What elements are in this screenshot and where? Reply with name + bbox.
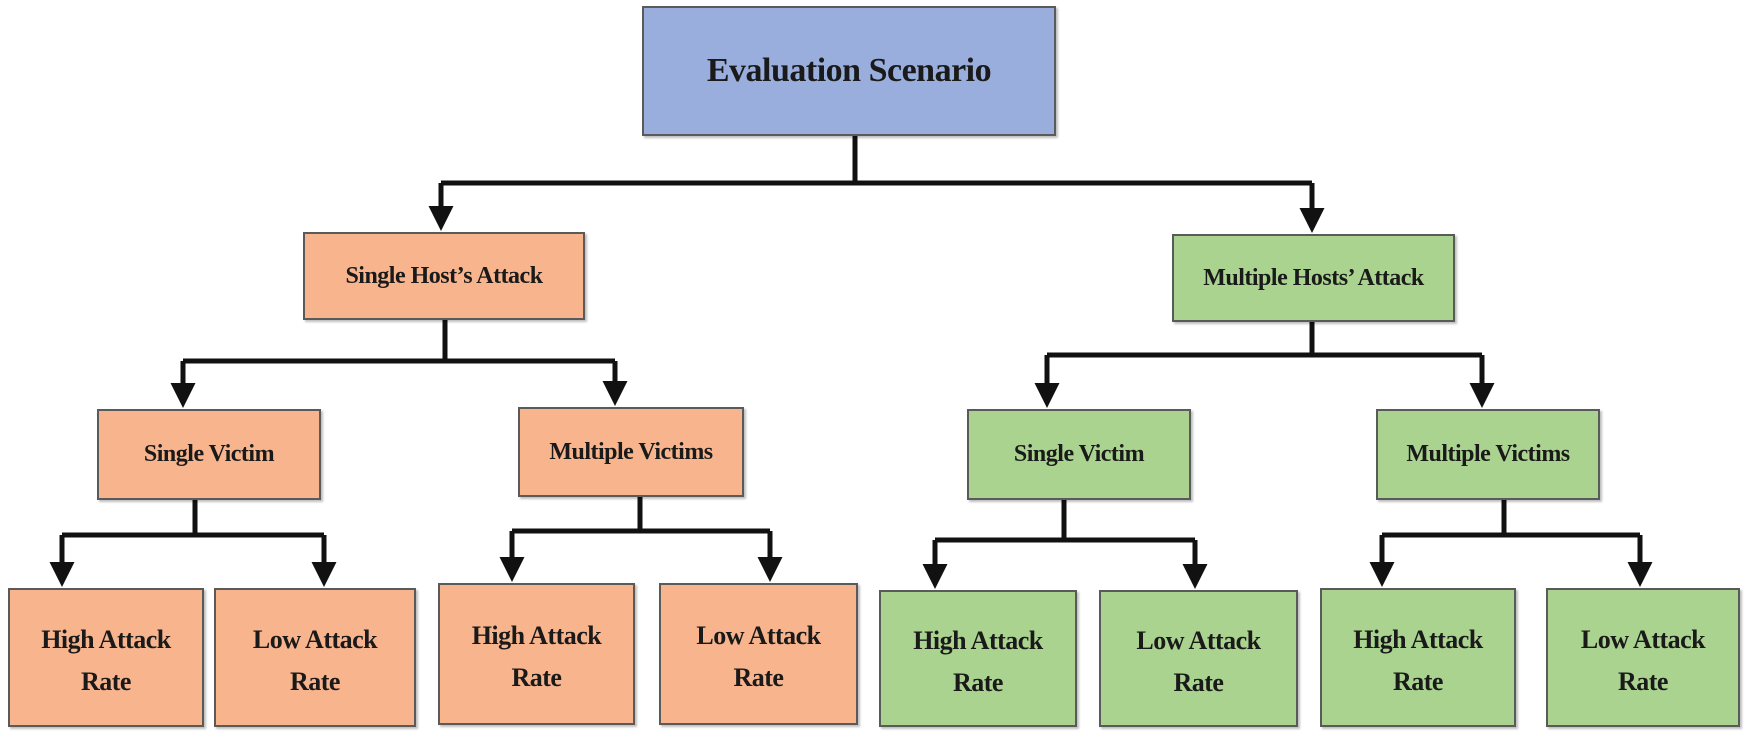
- mh-multiple-victims-node: Multiple Victims: [1376, 409, 1600, 500]
- mh-mv-low-attack-rate-node: Low Attack Rate: [1546, 588, 1740, 727]
- connector-single-host: [183, 320, 615, 364]
- connector-sh-multiple-victims: [512, 497, 770, 534]
- sh-multiple-victims-node: Multiple Victims: [518, 407, 744, 497]
- connector-root: [441, 136, 1312, 186]
- sh-sv-high-attack-rate-node: High Attack Rate: [8, 588, 204, 727]
- mh-sv-low-attack-rate-node: Low Attack Rate: [1099, 590, 1298, 727]
- sh-mv-high-attack-rate-node: High Attack Rate: [438, 583, 635, 725]
- sh-sv-low-attack-rate-node: Low Attack Rate: [214, 588, 416, 727]
- multiple-hosts-attack-node: Multiple Hosts’ Attack: [1172, 234, 1455, 322]
- connector-mh-multiple-victims: [1382, 500, 1640, 538]
- single-host-attack-node: Single Host’s Attack: [303, 232, 585, 320]
- connector-multiple-hosts: [1047, 322, 1482, 358]
- mh-sv-high-attack-rate-node: High Attack Rate: [879, 590, 1077, 727]
- sh-mv-low-attack-rate-node: Low Attack Rate: [659, 583, 858, 725]
- connector-mh-single-victim: [935, 500, 1195, 543]
- mh-single-victim-node: Single Victim: [967, 409, 1191, 500]
- connector-sh-single-victim: [62, 500, 324, 538]
- sh-single-victim-node: Single Victim: [97, 409, 321, 500]
- mh-mv-high-attack-rate-node: High Attack Rate: [1320, 588, 1516, 727]
- root-node: Evaluation Scenario: [642, 6, 1056, 136]
